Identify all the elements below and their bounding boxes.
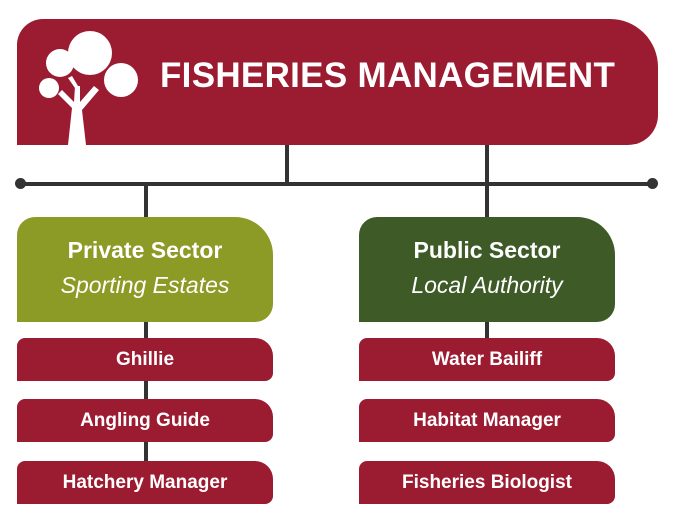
horizontal-connector <box>20 182 652 186</box>
connector-header-left <box>285 140 289 185</box>
public-sector-subtitle: Local Authority <box>411 272 563 298</box>
connector-dot-left <box>15 178 26 189</box>
role-habitat-manager: Habitat Manager <box>359 399 615 442</box>
role-water-bailiff: Water Bailiff <box>359 338 615 381</box>
public-sector-title: Public Sector <box>413 237 561 263</box>
page-title: FISHERIES MANAGEMENT <box>160 56 616 95</box>
role-angling-guide: Angling Guide <box>17 399 273 442</box>
role-hatchery-manager: Hatchery Manager <box>17 461 273 504</box>
connector-dot-right <box>647 178 658 189</box>
private-sector-title: Private Sector <box>67 237 223 263</box>
private-sector-box: Private Sector Sporting Estates <box>17 217 273 322</box>
role-ghillie: Ghillie <box>17 338 273 381</box>
connector-header-right <box>485 140 489 185</box>
private-sector-subtitle: Sporting Estates <box>60 272 230 298</box>
connector-private-column <box>144 184 148 484</box>
role-fisheries-biologist: Fisheries Biologist <box>359 461 615 504</box>
tree-logo-icon <box>39 31 138 145</box>
public-sector-box: Public Sector Local Authority <box>359 217 615 322</box>
